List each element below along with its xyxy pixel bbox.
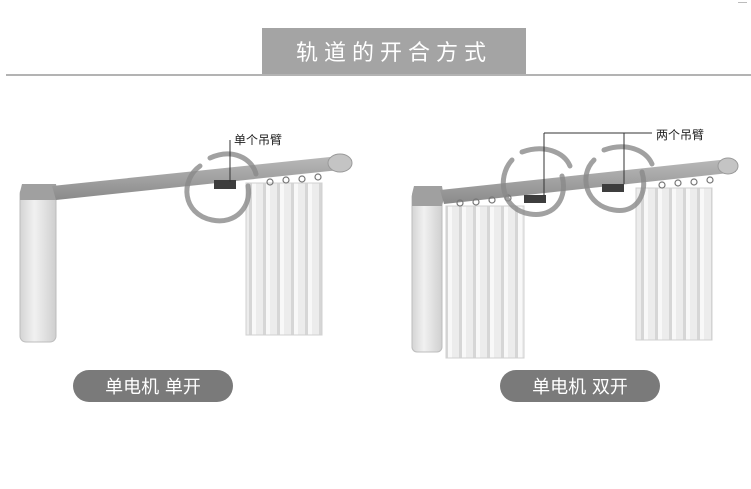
callout-single-arm: 单个吊臂 xyxy=(234,133,283,147)
single-open-diagram xyxy=(19,140,353,343)
curtain-left xyxy=(445,205,525,359)
hanging-arm-1 xyxy=(524,195,546,203)
track-end-cap xyxy=(327,153,353,173)
label-single-open: 单电机 单开 xyxy=(73,370,233,402)
hanging-arm-2 xyxy=(602,184,624,192)
curtain-right xyxy=(635,187,713,341)
motor-body xyxy=(411,191,443,353)
motor-cap xyxy=(20,184,58,200)
hanging-arm xyxy=(214,180,236,189)
motor-cap xyxy=(412,186,444,206)
header-divider xyxy=(6,74,751,76)
callout-two-arms: 两个吊臂 xyxy=(656,128,705,142)
track-rail xyxy=(52,157,348,200)
track-end-cap xyxy=(717,157,739,175)
double-open-diagram xyxy=(411,132,739,359)
corner-mark xyxy=(738,2,747,3)
curtain-hooks xyxy=(266,173,322,186)
page-title: 轨道的开合方式 xyxy=(262,28,526,74)
swirl-highlight xyxy=(500,144,655,217)
motor-body xyxy=(19,187,57,343)
label-double-open-text: 单电机 双开 xyxy=(532,377,628,398)
label-single-open-text: 单电机 单开 xyxy=(105,377,201,398)
swirl-highlight xyxy=(184,151,259,224)
curtain xyxy=(245,182,323,336)
page-title-text: 轨道的开合方式 xyxy=(295,41,492,66)
label-double-open: 单电机 双开 xyxy=(500,370,660,402)
